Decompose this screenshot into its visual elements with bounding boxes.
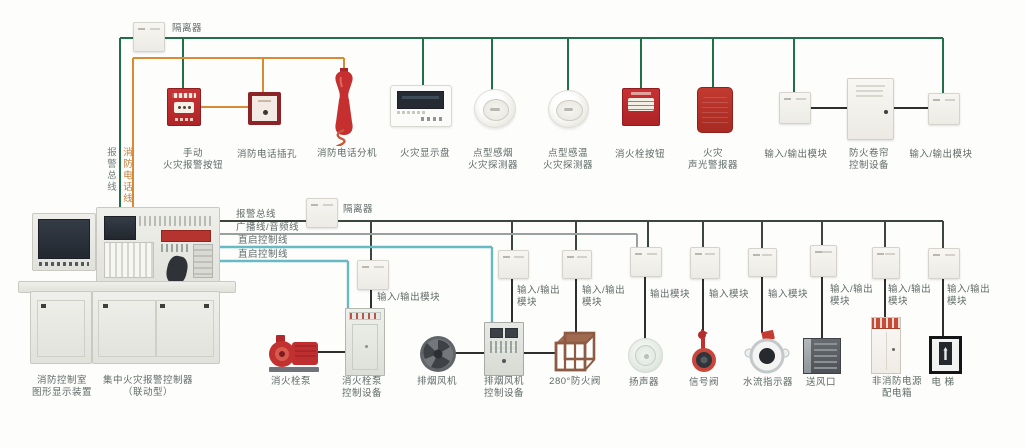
- speaker: [628, 338, 663, 373]
- io-module-shutter-right: [928, 93, 960, 125]
- module-label-8: 输入/输出 模块: [888, 284, 932, 307]
- shutter-control-cabinet: [847, 78, 894, 140]
- alarm-controller-panel: [96, 207, 220, 287]
- io-module-elevator: [928, 248, 960, 279]
- phone-jack-label: 消防电话插孔: [236, 149, 297, 160]
- hydrant-pump-cabinet: [345, 308, 385, 376]
- air-supply-outlet: [803, 338, 841, 374]
- manual-call-point-label: 手动 火灾报警按钮: [162, 148, 223, 171]
- isolator-module-mid: [306, 198, 338, 228]
- mid-bus1-label: 报警总线: [236, 209, 277, 220]
- isolator-top-label: 隔离器: [172, 23, 203, 34]
- io-module-right-label: 输入/输出模块: [909, 149, 973, 160]
- io-module-hydrant-pump: [357, 260, 389, 290]
- phone-handset-label: 消防电话分机: [316, 148, 377, 159]
- input-module-signal-valve: [690, 247, 720, 279]
- smoke-fan-cabinet-label: 排烟风机 控制设备: [483, 376, 524, 399]
- alarm-controller-label: 集中火灾报警控制器 （联动型）: [102, 375, 193, 398]
- io-module-distribution: [872, 247, 900, 279]
- broadcast-line-lines: [218, 233, 638, 249]
- smoke-exhaust-fan: [418, 334, 458, 374]
- input-module-water-flow: [748, 248, 777, 277]
- smoke-fan-cabinet: [484, 322, 524, 376]
- fire-phone-jack: [248, 92, 281, 125]
- direct-control-lines: [218, 245, 494, 322]
- mid-bus4-label: 直启控制线: [238, 249, 289, 260]
- mid-bus3-label: 直启控制线: [238, 235, 289, 246]
- output-module-speaker: [630, 247, 662, 277]
- module-label-1: 输入/输出模块: [377, 292, 441, 303]
- hydrant-button-label: 消火栓按钮: [614, 149, 665, 160]
- module-label-9: 输入/输出 模块: [947, 284, 991, 307]
- signal-valve: [689, 328, 719, 374]
- manual-call-point: [167, 88, 201, 126]
- phone-line-lines: [132, 57, 345, 214]
- hydrant-cabinet-label: 消火栓泵 控制设备: [341, 376, 382, 399]
- fire-damper-280: [553, 331, 597, 373]
- connector-lines: [316, 107, 944, 354]
- phone-line-vertical-label: 消防电话线: [121, 147, 132, 205]
- isolator-module-top: [133, 22, 165, 52]
- mid-alarm-bus-lines: [218, 220, 944, 262]
- elevator-label: 电 梯: [931, 377, 955, 388]
- sound-light-label: 火灾 声光警报器: [687, 148, 738, 171]
- elevator: [929, 336, 962, 374]
- module-label-6: 输入模块: [768, 289, 809, 300]
- console-right-pedestal: [92, 291, 220, 364]
- io-module-air-outlet: [810, 245, 837, 277]
- hydrant-pump: [268, 330, 320, 374]
- smoke-detector: [474, 89, 516, 128]
- module-label-2: 输入/输出 模块: [517, 285, 561, 308]
- alarm-bus-top-lines: [119, 37, 944, 214]
- fire-damper-label: 280°防火阀: [549, 376, 601, 387]
- io-module-smoke-fan: [498, 250, 529, 279]
- io-module-fire-damper: [562, 250, 592, 279]
- distribution-box: [871, 317, 901, 374]
- signal-valve-label: 信号阀: [688, 377, 719, 388]
- heat-detector-label: 点型感温 火灾探测器: [542, 148, 593, 171]
- fire-display-panel: [390, 85, 452, 127]
- module-label-4: 输出模块: [650, 289, 691, 300]
- shutter-cabinet-label: 防火卷帘 控制设备: [848, 148, 889, 171]
- hydrant-button: [622, 88, 660, 126]
- crt-monitor: [32, 213, 96, 271]
- alarm-bus-vertical-label: 报警总线: [105, 147, 116, 193]
- console-left-pedestal: [30, 291, 92, 364]
- speaker-label: 扬声器: [628, 377, 659, 388]
- water-flow-indicator: [744, 330, 790, 374]
- air-outlet-label: 送风口: [805, 377, 836, 388]
- distribution-box-label: 非消防电源 配电箱: [871, 376, 922, 399]
- fire-phone-handset: [326, 68, 362, 153]
- smoke-fan-label: 排烟风机: [416, 376, 457, 387]
- heat-detector: [548, 90, 589, 128]
- fire-display-label: 火灾显示盘: [399, 148, 450, 159]
- io-module-left-label: 输入/输出模块: [764, 149, 828, 160]
- module-label-7: 输入/输出 模块: [830, 284, 874, 307]
- mid-bus2-label: 广播线/音频线: [236, 222, 300, 233]
- sound-light-alarm: [697, 87, 733, 133]
- isolator-mid-label: 隔离器: [343, 204, 374, 215]
- module-label-5: 输入模块: [709, 289, 750, 300]
- water-flow-label: 水流指示器: [742, 377, 793, 388]
- smoke-detector-label: 点型感烟 火灾探测器: [467, 148, 518, 171]
- module-label-3: 输入/输出 模块: [582, 285, 626, 308]
- hydrant-pump-label: 消火栓泵: [270, 376, 311, 387]
- io-module-shutter-left: [779, 92, 811, 124]
- graphic-display-label: 消防控制室 图形显示装置: [31, 375, 92, 398]
